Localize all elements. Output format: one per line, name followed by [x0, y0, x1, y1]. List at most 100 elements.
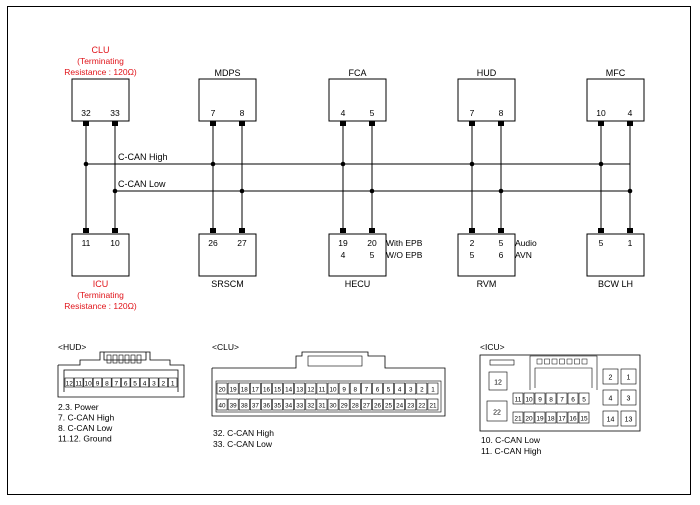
module-box-bottom: [198, 233, 257, 277]
icu-legend-item: 10. C-CAN Low: [481, 435, 541, 445]
clu-pin-cell: [250, 398, 261, 411]
clu-pin-number: 25: [385, 403, 393, 410]
icu-pin-cell: [620, 410, 637, 427]
clu-pin-number: 36: [263, 403, 271, 410]
clu-pin-cell: [383, 398, 394, 411]
pin-label: 19: [338, 238, 348, 248]
pin-terminal: [210, 228, 216, 233]
clu-pin-cell: [405, 382, 417, 395]
junction-dot: [498, 188, 504, 194]
clu-pin-cell: [427, 382, 439, 395]
module-box-top: [198, 78, 257, 122]
icu-pin-cell: [620, 368, 637, 385]
clu-pin-cell: [327, 398, 339, 411]
clu-pin-cell: [360, 398, 372, 411]
clu-connector-face: [211, 351, 446, 417]
pin-label: 2: [470, 238, 475, 248]
clu-pin-number: 26: [374, 403, 382, 410]
clu-pin-number: 5: [387, 387, 391, 394]
clu-pin-cell: [272, 382, 283, 395]
icu-pin-number: 3: [627, 396, 631, 403]
icu-key: [489, 359, 515, 366]
hud-pin-number: 1: [171, 381, 175, 388]
module-box-bottom: [328, 233, 387, 277]
hud-pin-number: 8: [105, 381, 109, 388]
pin-terminal: [498, 121, 504, 126]
pin-terminal: [112, 228, 118, 233]
clu-pin-number: 14: [285, 387, 293, 394]
junction-dot: [83, 161, 89, 167]
hud-legend-item: 7. C-CAN High: [58, 413, 114, 423]
icu-pin-cell: [620, 389, 637, 406]
pin-label: 7: [470, 108, 475, 118]
icu-legend-item: 11. C-CAN High: [481, 446, 542, 456]
icu-pin-number: 12: [494, 380, 502, 387]
hud-pin-number: 4: [143, 381, 147, 388]
clu-pin-number: 35: [274, 403, 282, 410]
module-box-bottom: [457, 233, 516, 277]
clu-pin-cell: [216, 398, 228, 411]
module-note-bottom: (Terminating: [77, 290, 124, 300]
pin-terminal: [112, 121, 118, 126]
pin-label: 4: [341, 108, 346, 118]
hud-legend-item: 2.3. Power: [58, 402, 99, 412]
icu-pin-number: 14: [607, 417, 615, 424]
pin-terminal: [340, 228, 346, 233]
icu-latch-rib: [574, 358, 580, 365]
icu-pin-number: 19: [536, 416, 544, 423]
clu-pin-cell: [372, 382, 383, 395]
icu-pin-number: 2: [609, 375, 613, 382]
hud-legend-item: 8. C-CAN Low: [58, 423, 113, 433]
clu-pin-cell: [427, 398, 439, 411]
hud-pin-cell: [102, 377, 112, 388]
clu-pin-number: 4: [398, 387, 402, 394]
hud-pin-cell: [158, 377, 168, 388]
pin-terminal: [369, 121, 375, 126]
clu-pin-number: 31: [318, 403, 326, 410]
clu-pin-cell: [338, 382, 350, 395]
pin-terminal: [239, 228, 245, 233]
clu-latch: [307, 355, 363, 367]
clu-pin-number: 28: [352, 403, 360, 410]
clu-pin-number: 34: [285, 403, 293, 410]
hud-connector-face: [57, 351, 185, 398]
module-box-top: [328, 78, 387, 122]
module-name-bottom: HECU: [345, 279, 371, 289]
module-box-top: [457, 78, 516, 122]
clu-pin-number: 6: [376, 387, 380, 394]
pin-label: 26: [208, 238, 218, 248]
pin-label: 5: [470, 250, 475, 260]
hud-pin-cell: [74, 377, 84, 388]
icu-pin-number: 6: [571, 397, 575, 404]
pin-label: 10: [596, 108, 606, 118]
icu-pin-cell: [534, 392, 546, 405]
hud-legend-item: 11.12. Ground: [58, 434, 112, 444]
clu-pin-field: [215, 380, 442, 413]
icu-latch-inner: [534, 367, 593, 388]
hud-pin-cell: [92, 377, 103, 388]
hud-pin-number: 6: [124, 381, 128, 388]
junction-dot: [469, 161, 475, 167]
hud-pin-cell: [64, 377, 74, 388]
hud-pin-cell: [139, 377, 150, 388]
pin-terminal: [598, 121, 604, 126]
clu-pin-number: 27: [363, 403, 371, 410]
icu-pin-cell: [523, 392, 535, 405]
pin-terminal: [469, 121, 475, 126]
icu-pin-number: 10: [525, 397, 533, 404]
clu-pin-cell: [305, 398, 317, 411]
icu-pin-number: 4: [609, 396, 613, 403]
hud-latch-rib: [130, 354, 136, 364]
pin-label: 11: [82, 238, 91, 248]
clu-pin-cell: [316, 382, 328, 395]
clu-pin-cell: [294, 398, 306, 411]
module-name-top: CLU: [91, 45, 109, 55]
hud-latch-rib: [106, 354, 112, 364]
hud-latch-rib: [136, 354, 142, 364]
icu-pin-cell: [545, 392, 557, 405]
clu-pin-cell: [316, 398, 328, 411]
clu-pin-cell: [405, 398, 417, 411]
clu-pin-cell: [294, 382, 306, 395]
clu-pin-number: 40: [219, 403, 227, 410]
clu-pin-number: 23: [407, 403, 415, 410]
